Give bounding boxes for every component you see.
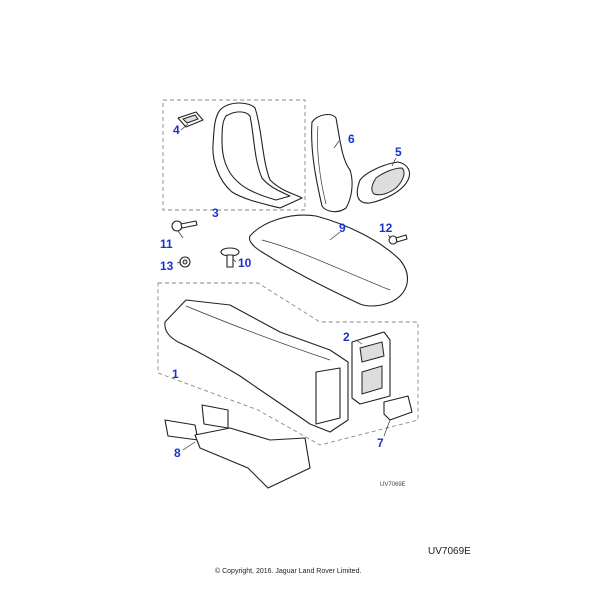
callout-12: 12 [379,221,393,235]
group-box-console [157,282,419,446]
part-console-body[interactable] [164,299,349,433]
part-air-vent[interactable] [356,161,411,204]
part-clip-insert[interactable] [177,111,204,128]
callout-13: 13 [160,259,174,273]
callout-6: 6 [348,132,355,146]
part-console-top-lid[interactable] [248,214,409,307]
callout-7: 7 [377,436,384,450]
part-ashtray-cover[interactable] [383,395,413,421]
part-rear-vent-panel[interactable] [351,331,391,405]
callout-5: 5 [395,145,402,159]
part-bolt[interactable] [171,220,198,232]
reference-code: UV7069E [428,546,471,557]
callout-10: 10 [238,256,252,270]
copyright-notice: © Copyright, 2016. Jaguar Land Rover Lim… [215,568,362,575]
callout-11: 11 [160,237,173,251]
callout-4: 4 [173,123,180,137]
part-mounting-bracket[interactable] [164,404,311,489]
part-screw[interactable] [388,234,408,245]
callout-9: 9 [339,221,346,235]
part-armrest-frame-surround[interactable] [212,102,303,209]
group-box-armrest [162,99,306,211]
reference-code-small: UV7069E [380,482,406,488]
leader-lines [176,123,397,451]
callout-8: 8 [174,446,181,460]
callout-2: 2 [343,330,350,344]
part-armrest-pad[interactable] [311,113,353,213]
callout-1: 1 [172,367,179,381]
part-nut[interactable] [179,256,191,268]
callout-3: 3 [212,206,219,220]
part-push-rivet[interactable] [220,247,240,268]
